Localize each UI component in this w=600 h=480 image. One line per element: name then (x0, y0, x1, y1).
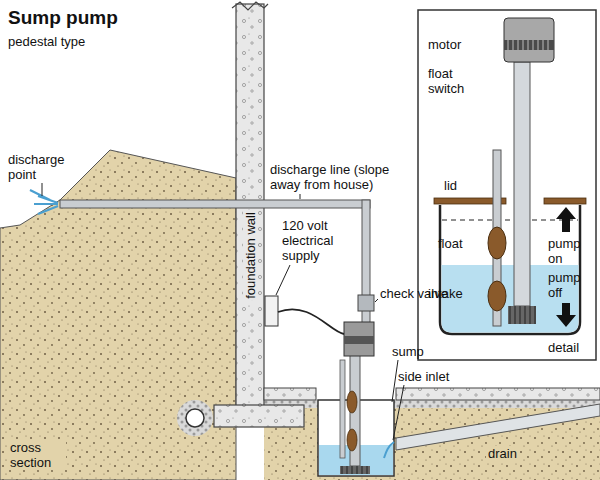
pump (342, 466, 367, 474)
detail-inset (488, 227, 506, 259)
detail-inset (508, 306, 536, 324)
drain-tile (186, 409, 204, 427)
pump (340, 466, 370, 474)
drain-tile (186, 409, 204, 427)
part-label: intake (428, 286, 463, 301)
discharge-pipe (30, 190, 374, 324)
part-label: pump off (548, 270, 588, 300)
detail-inset (556, 303, 576, 327)
subtitle: pedestal type (8, 34, 85, 49)
detail-inset (510, 306, 535, 324)
floor-slab (396, 388, 600, 400)
detail-inset (488, 281, 506, 311)
part-label: cross section (8, 440, 66, 470)
part-label: 120 volt electrical supply (282, 218, 346, 263)
leader-lines (42, 183, 43, 196)
drain-pipe (396, 404, 600, 450)
part-label: float switch (428, 66, 476, 96)
detail-inset (504, 18, 554, 62)
discharge-pipe (60, 200, 370, 208)
detail-inset (440, 205, 580, 334)
floor-slab (264, 388, 600, 400)
part-label: discharge point (8, 152, 80, 182)
part-label: sump (392, 344, 424, 359)
detail-inset (556, 207, 576, 232)
part-label: drain (486, 446, 519, 461)
floor-slab (264, 388, 316, 400)
pump (347, 391, 357, 413)
discharge-pipe (358, 295, 374, 311)
diagram-title: Sump pump (8, 7, 118, 29)
leader-lines (300, 194, 301, 199)
part-label: pump on (548, 236, 588, 266)
electrical-supply (265, 296, 344, 334)
part-label: detail (548, 340, 579, 355)
part-label: lid (444, 178, 457, 193)
soil (264, 400, 600, 480)
detail-inset (508, 40, 548, 50)
foundation-wall (232, 2, 268, 10)
electrical-supply (265, 296, 278, 326)
foundation-wall (214, 2, 304, 427)
pump (340, 360, 345, 458)
pump (344, 322, 374, 356)
electrical-supply (278, 309, 344, 334)
sump-pit (384, 442, 394, 458)
pump (340, 322, 374, 474)
foundation-wall (214, 405, 304, 427)
leader-lines (276, 265, 290, 295)
gravel (177, 400, 213, 436)
part-label: side inlet (398, 369, 449, 384)
discharge-pipe (30, 190, 58, 214)
part-label: foundation wall (242, 210, 257, 301)
leader-lines (393, 385, 404, 440)
part-label: float (438, 236, 463, 251)
drain-pipe (396, 404, 600, 450)
detail-inset (544, 198, 586, 204)
detail-inset (418, 10, 596, 360)
part-label: motor (428, 37, 461, 52)
detail-inset (442, 220, 578, 221)
pump (344, 336, 374, 344)
gravel (264, 400, 600, 408)
part-label: discharge line (slope away from house) (270, 162, 415, 192)
leader-lines (375, 299, 378, 302)
pump (347, 429, 357, 451)
detail-inset (504, 40, 554, 50)
detail-inset (418, 10, 596, 360)
detail-inset (514, 62, 530, 306)
leader-lines (392, 360, 398, 402)
